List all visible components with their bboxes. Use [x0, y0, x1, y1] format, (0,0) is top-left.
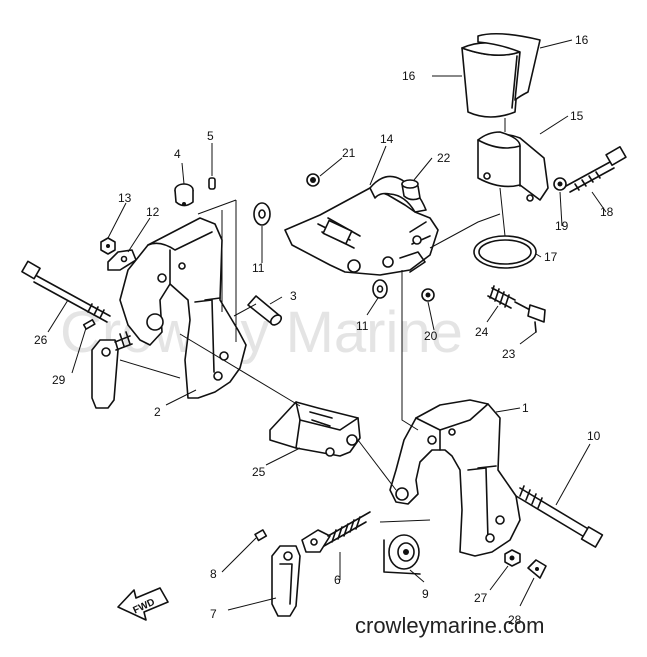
- label-19: 19: [555, 219, 569, 233]
- label-11b: 11: [356, 319, 369, 333]
- part-15-clamp: [477, 131, 549, 202]
- label-12: 12: [146, 205, 160, 219]
- label-23: 23: [502, 347, 516, 361]
- part-16-sleeve: [461, 32, 541, 118]
- label-26: 26: [34, 333, 48, 347]
- part-5-pin: [208, 177, 216, 190]
- part-29-pin: [82, 318, 96, 330]
- label-15: 15: [570, 109, 584, 123]
- label-25: 25: [252, 465, 266, 479]
- label-2: 2: [154, 405, 161, 419]
- label-18: 18: [600, 205, 614, 219]
- label-22: 22: [437, 151, 451, 165]
- fwd-arrow: FWD: [117, 587, 169, 621]
- label-10: 10: [587, 429, 601, 443]
- label-6: 6: [334, 573, 341, 587]
- part-11-washer-top: [253, 202, 271, 226]
- label-1: 1: [522, 401, 529, 415]
- part-9-disk: [383, 534, 421, 575]
- part-8-pin: [254, 529, 268, 542]
- part-19-nut: [553, 177, 567, 191]
- label-21: 21: [342, 146, 356, 160]
- label-3: 3: [290, 289, 297, 303]
- part-2-lever: [91, 331, 133, 409]
- part-13-nut: [100, 237, 116, 255]
- label-9: 9: [422, 587, 429, 601]
- label-4: 4: [174, 147, 181, 161]
- part-28-wing-nut: [527, 559, 547, 579]
- part-27-nut: [504, 549, 521, 567]
- label-29: 29: [52, 373, 66, 387]
- callout-labels: 16 16 15 14 21 22 18 19 17 4 5 13 12 11 …: [34, 33, 614, 627]
- part-11-washer-bottom: [372, 279, 388, 299]
- label-16b: 16: [402, 69, 416, 83]
- part-21-nut: [306, 173, 320, 187]
- part-23-wing-screw: [514, 301, 546, 333]
- label-24: 24: [475, 325, 489, 339]
- part-7-lever: [271, 545, 301, 617]
- part-24-stud: [487, 285, 516, 309]
- assembly-lines: [119, 118, 506, 523]
- part-17-oring: [473, 235, 537, 269]
- label-13: 13: [118, 191, 132, 205]
- part-26-bolt: [21, 260, 111, 323]
- part-10-bolt: [515, 485, 604, 548]
- label-8: 8: [210, 567, 217, 581]
- label-17: 17: [544, 250, 558, 264]
- part-14-swivel-bracket: [284, 175, 439, 276]
- part-1-clamp-bracket: [389, 399, 521, 557]
- label-16a: 16: [575, 33, 589, 47]
- part-4-bushing: [174, 183, 194, 207]
- label-27: 27: [474, 591, 488, 605]
- label-20: 20: [424, 329, 438, 343]
- part-20-nut: [421, 288, 435, 302]
- leader-lines: [47, 39, 607, 611]
- label-11a: 11: [252, 261, 265, 275]
- part-6-rod: [301, 511, 371, 553]
- site-url: crowleymarine.com: [355, 613, 545, 638]
- part-22-plug: [401, 179, 421, 201]
- part-18-bolt: [565, 146, 627, 193]
- label-28: 28: [508, 613, 522, 627]
- label-14: 14: [380, 132, 394, 146]
- part-25-plate: [269, 401, 361, 457]
- label-5: 5: [207, 129, 214, 143]
- part-3-pin: [247, 295, 283, 326]
- part-2-clamp-bracket: [119, 217, 247, 399]
- label-7: 7: [210, 607, 217, 621]
